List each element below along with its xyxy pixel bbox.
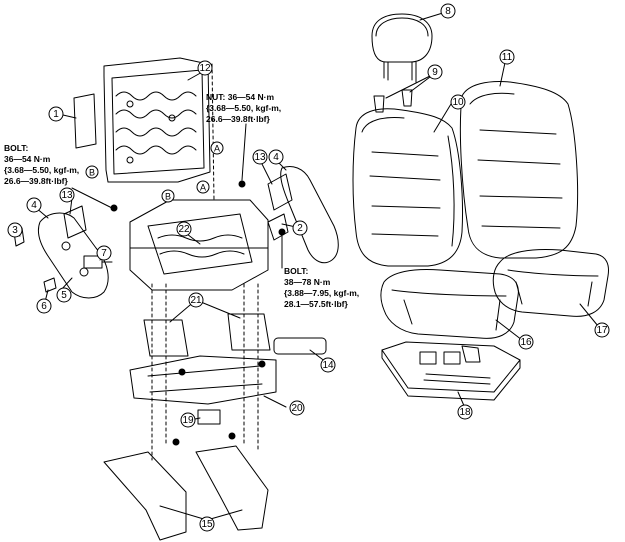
callout-number: 13 [254,152,266,163]
seat-cushion-frame [381,341,521,401]
callout-number: 19 [182,415,194,426]
callout-15: 15 [199,516,215,532]
torque-nut-line3: 26.6—39.8ft·lbf} [206,114,270,124]
callout-number: 10 [452,97,464,108]
callout-1: 1 [48,106,64,122]
switch-unit [83,255,113,269]
callout-2: 2 [292,220,308,236]
torque-bolt-left-line4: 26.6—39.8ft·lbf} [4,176,68,186]
seat-cushion-pad [492,249,609,317]
harness-cover [273,337,327,355]
seatback-cover [352,108,464,267]
seat-cushion-cover [380,269,519,339]
torque-bolt-left-line3: {3.68—5.50, kgf-m, [4,165,80,175]
callout-number: 22 [178,224,190,235]
reference-A: A [210,141,224,155]
lower-rail-assembly [129,355,277,405]
callout-16: 16 [518,334,534,350]
torque-nut-line2: {3.68—5.50, kgf-m, [206,103,282,113]
torque-spec-bolt-right: BOLT: 38—78 N·m {3.88—7.95, kgf-m, 28.1—… [284,266,359,310]
torque-bolt-right-line3: {3.88—7.95, kgf-m, [284,288,360,298]
torque-spec-nut: NUT: 36—54 N·m {3.68—5.50, kgf-m, 26.6—3… [206,92,281,125]
callout-10: 10 [450,94,466,110]
callout-number: 2 [297,223,303,234]
torque-bolt-right-line1: BOLT: [284,266,309,276]
torque-bolt-left-line1: BOLT: [4,143,29,153]
callout-8: 8 [440,3,456,19]
callout-number: 4 [273,152,279,163]
recliner-cover-right [267,166,339,264]
callout-12: 12 [197,60,213,76]
reference-B: B [161,189,175,203]
fasteners [110,180,286,446]
callout-13: 13 [252,149,268,165]
callout-number: 7 [101,248,107,259]
callout-13: 13 [59,187,75,203]
seatback-frame [103,57,211,183]
callout-3: 3 [7,222,23,238]
callout-number: 21 [190,295,202,306]
callout-21: 21 [188,292,204,308]
callout-number: 9 [432,67,438,78]
callout-number: 6 [41,301,47,312]
seatback-pad [459,81,579,259]
bracket-pair-21 [143,313,271,357]
torque-nut-line1: NUT: 36—54 N·m [206,92,275,102]
callout-19: 19 [180,412,196,428]
seatback-board [73,93,97,149]
reference-letter: A [214,144,220,154]
callout-number: 14 [322,360,334,371]
callout-number: 15 [201,519,213,530]
reference-letter: B [165,192,171,202]
torque-bolt-right-line2: 38—78 N·m [284,277,331,287]
reference-A: A [196,180,210,194]
callout-number: 12 [199,63,211,74]
callout-22: 22 [176,221,192,237]
seat-rails [103,445,269,541]
torque-spec-bolt-left: BOLT: 36—54 N·m {3.68—5.50, kgf-m, 26.6—… [4,143,79,187]
connector-19 [197,409,221,425]
callout-4: 4 [26,197,42,213]
recliner-lever-left [63,205,87,239]
torque-leaders [71,123,283,269]
torque-bolt-left-line2: 36—54 N·m [4,154,51,164]
callout-4: 4 [268,149,284,165]
callout-7: 7 [96,245,112,261]
callout-6: 6 [36,298,52,314]
callout-number: 5 [61,290,67,301]
seat-adjuster [129,199,269,291]
callout-number: 1 [53,109,59,120]
callout-number: 3 [12,225,18,236]
callout-5: 5 [56,287,72,303]
reference-B: B [85,165,99,179]
callout-number: 18 [459,407,471,418]
headrest [371,13,433,83]
callout-11: 11 [499,49,515,65]
callout-number: 4 [31,200,37,211]
reference-letter: A [200,183,206,193]
torque-bolt-right-line4: 28.1—57.5ft·lbf} [284,299,348,309]
callout-number: 16 [520,337,532,348]
headrest-guides [373,89,413,113]
bolt-6 [43,277,57,293]
ref-layer: A A B B [85,141,224,203]
callout-number: 13 [61,190,73,201]
reference-letter: B [89,168,95,178]
callout-number: 11 [502,52,513,63]
callout-17: 17 [594,322,610,338]
callout-number: 20 [291,403,303,414]
callout-9: 9 [427,64,443,80]
callout-18: 18 [457,404,473,420]
callout-number: 17 [596,325,608,336]
callout-number: 8 [445,6,451,17]
recliner-bracket [267,213,289,241]
callout-20: 20 [289,400,305,416]
guide-lines [151,63,259,461]
callout-14: 14 [320,357,336,373]
